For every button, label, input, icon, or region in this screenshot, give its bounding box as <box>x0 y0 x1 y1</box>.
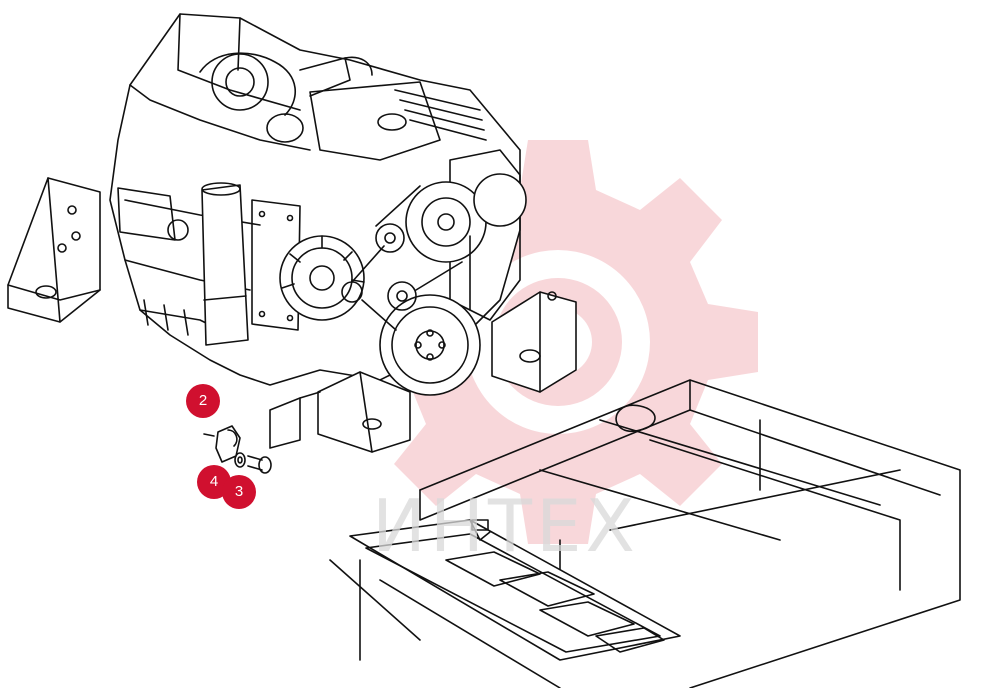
right-engine-mount <box>491 291 577 393</box>
front-pulleys <box>341 149 527 396</box>
clamp-bracket-part <box>203 425 241 463</box>
callout-2[interactable]: 2 <box>186 384 220 418</box>
watermark-text: ИНТЕХ <box>372 484 639 568</box>
callout-3[interactable]: 3 <box>222 475 256 509</box>
bolt-part <box>247 455 272 474</box>
chassis-frame <box>329 379 961 688</box>
engine-block <box>109 13 521 386</box>
washer-part <box>234 452 246 468</box>
lower-mount-bracket <box>269 371 411 453</box>
left-engine-mount <box>7 177 101 323</box>
